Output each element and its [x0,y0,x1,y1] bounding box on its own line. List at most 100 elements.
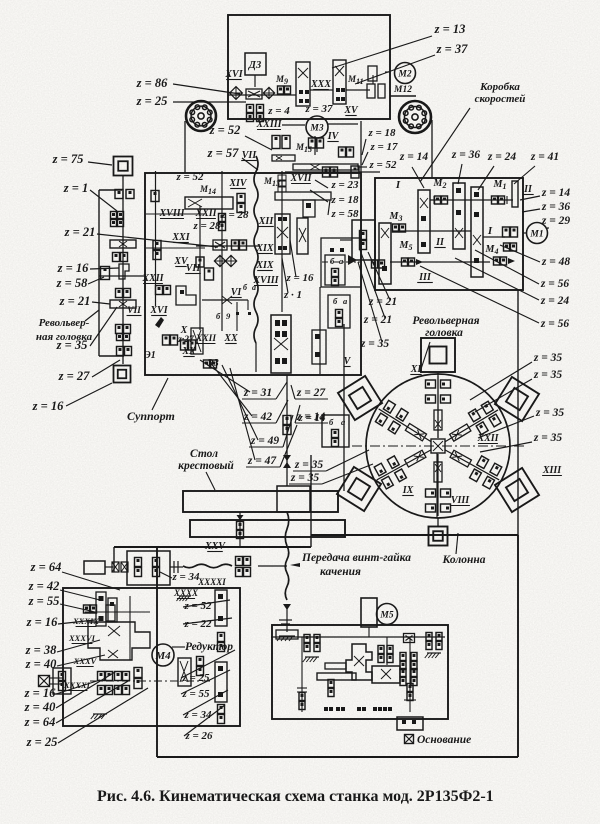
svg-text:М4: М4 [154,650,171,662]
svg-text:Основание: Основание [417,734,471,746]
svg-text:VII: VII [127,306,141,316]
svg-text:XXXXI: XXXXI [63,680,91,690]
svg-text:XXXIX: XXXIX [72,616,99,626]
svg-text:z = 17: z = 17 [369,141,398,153]
svg-text:z = 42: z = 42 [28,579,60,593]
svg-text:Редуктор: Редуктор [185,641,233,653]
svg-text:а: а [341,417,346,427]
svg-text:z = 52: z = 52 [175,171,204,183]
svg-text:XVI: XVI [149,305,168,316]
svg-text:z = 49: z = 49 [250,435,280,447]
svg-text:XXV: XXV [204,541,226,552]
svg-text:головка: головка [425,327,463,339]
svg-text:z = 64: z = 64 [24,715,56,729]
svg-text:М5: М5 [399,240,413,252]
svg-text:XXII: XXII [195,334,216,344]
svg-text:XXII: XXII [194,208,217,219]
svg-text:VII: VII [186,263,202,274]
svg-text:z = 25: z = 25 [26,735,58,749]
svg-text:XV: XV [173,256,189,267]
svg-text:XXXX: XXXX [173,588,199,598]
svg-text:М13: М13 [263,176,280,188]
svg-text:б: б [330,256,335,266]
svg-text:z = 47: z = 47 [247,455,278,467]
svg-text:IV: IV [327,131,340,142]
svg-text:Колонна: Колонна [442,554,486,566]
svg-text:z = 25: z = 25 [136,94,168,108]
svg-text:z = 24: z = 24 [540,295,570,307]
svg-text:XX: XX [181,346,196,357]
svg-text:XII: XII [258,216,275,227]
svg-text:z = 28: z = 28 [192,220,221,232]
svg-text:z = 18: z = 18 [367,127,396,139]
svg-text:z = 13: z = 13 [434,22,466,36]
svg-text:z = 40: z = 40 [24,700,56,714]
svg-text:z = 16: z = 16 [26,615,58,629]
svg-text:z = 34: z = 34 [171,571,200,583]
svg-text:z = 35: z = 35 [290,472,320,484]
svg-text:М9: М9 [275,74,288,86]
svg-text:z = 52: z = 52 [209,123,241,137]
svg-text:XXIII: XXIII [255,119,282,130]
svg-text:z = 21: z = 21 [59,294,91,308]
svg-text:z = 57: z = 57 [207,146,239,160]
svg-text:М2: М2 [397,69,411,79]
svg-text:z = 35: z = 35 [535,407,565,419]
svg-text:z = 4: z = 4 [267,105,290,117]
svg-text:крестовый: крестовый [178,459,234,472]
svg-text:Револьвер-: Револьвер- [39,317,90,329]
svg-text:z = 35: z = 35 [360,338,390,350]
svg-text:z = 35: z = 35 [294,459,324,471]
svg-text:VIII: VIII [451,495,470,506]
svg-text:z = 16: z = 16 [285,272,314,284]
svg-text:z = 31: z = 31 [243,387,272,399]
svg-text:z·27: z·27 [177,335,195,345]
svg-text:Д3: Д3 [248,60,261,71]
svg-text:z = 24: z = 24 [487,151,517,163]
svg-text:z = 35: z = 35 [56,338,88,352]
svg-text:z = 28: z = 28 [220,209,249,221]
svg-text:XV: XV [343,105,359,116]
svg-text:Стол: Стол [190,448,218,460]
svg-text:XVII: XVII [289,173,312,184]
svg-text:XIV: XIV [228,178,248,189]
svg-text:VII: VII [242,150,258,161]
svg-text:z = 75: z = 75 [52,152,84,166]
svg-text:X: X [180,325,188,336]
svg-text:Коробка: Коробка [479,81,520,93]
svg-text:I: I [395,179,401,191]
svg-text:z = 35: z = 35 [533,369,563,381]
svg-text:М5: М5 [379,610,393,620]
svg-text:V: V [344,356,352,367]
svg-text:XXXXI: XXXXI [197,577,226,587]
svg-text:XXXVI: XXXVI [68,633,96,643]
svg-text:XVIII: XVIII [252,275,279,286]
svg-text:XVI: XVI [224,69,243,80]
svg-text:z · 1: z · 1 [283,289,302,301]
svg-text:z = 34: z = 34 [183,709,212,721]
svg-text:z = 52: z = 52 [183,600,212,612]
svg-text:z = 23: z = 23 [330,179,359,191]
svg-text:z = 21: z = 21 [363,314,392,326]
svg-text:z = 37: z = 37 [304,103,333,115]
svg-text:Э1: Э1 [144,350,156,361]
svg-text:XIX: XIX [255,260,274,271]
svg-text:II: II [523,184,533,195]
svg-text:XI: XI [410,364,423,375]
svg-text:z = 16: z = 16 [57,261,89,275]
svg-text:а: а [252,283,256,292]
svg-text:М14: М14 [199,184,216,196]
svg-text:z = 36: z = 36 [541,201,571,213]
svg-text:z = 35: z = 35 [533,432,563,444]
svg-text:z = 16: z = 16 [32,399,64,413]
svg-text:z = 86: z = 86 [136,76,168,90]
svg-text:z = 58: z = 58 [330,208,359,220]
svg-text:XXX: XXX [310,79,331,90]
svg-text:z = 14: z = 14 [296,411,326,423]
svg-text:z = 21: z = 21 [368,296,397,308]
svg-text:z = 27: z = 27 [296,387,327,399]
svg-text:XXI: XXI [171,232,190,243]
svg-text:z = 58: z = 58 [56,276,88,290]
svg-text:z = 40: z = 40 [25,657,57,671]
svg-text:z = 64: z = 64 [30,560,62,574]
